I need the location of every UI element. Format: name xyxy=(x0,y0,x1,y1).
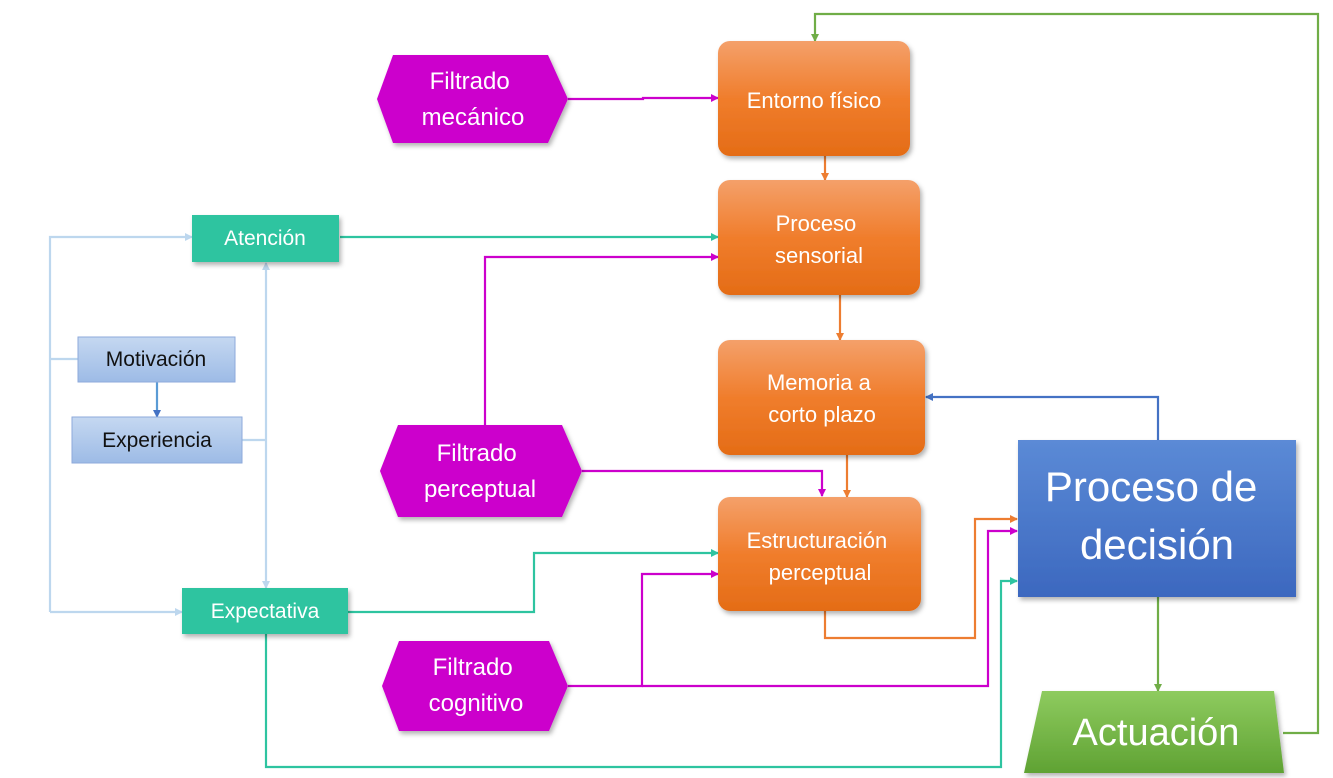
filtrado-cognitivo-node: Filtrado cognitivo xyxy=(382,641,568,731)
filtrado-mecanico-line1: Filtrado xyxy=(430,68,510,95)
experiencia-label: Experiencia xyxy=(102,429,212,452)
svg-text:Expectativa: Expectativa xyxy=(211,600,320,623)
decision-label-line1: Proceso de xyxy=(1045,463,1257,510)
svg-text:Experiencia: Experiencia xyxy=(102,429,212,452)
filtrado-mecanico-node: Filtrado mecánico xyxy=(377,55,568,143)
memoria-label-line1: Memoria a xyxy=(767,370,872,395)
filtrado-perceptual-line2: perceptual xyxy=(424,476,536,503)
filtrado-mecanico-line2: mecánico xyxy=(422,104,525,131)
arrow-expectativa-to-estructuracion xyxy=(348,549,719,614)
filtrado-perceptual-line1: Filtrado xyxy=(437,440,517,467)
motivacion-label: Motivación xyxy=(106,348,206,371)
memoria-label-line2: corto plazo xyxy=(768,402,876,427)
expectativa-label: Expectativa xyxy=(211,600,320,623)
actuacion-label: Actuación xyxy=(1073,712,1240,754)
decision-label-line2: decisión xyxy=(1080,521,1234,568)
estructuracion-label-line1: Estructuración xyxy=(747,528,888,553)
arrow-estructuracion-to-decision xyxy=(823,515,1018,640)
proceso-decision-node: Proceso de decisión xyxy=(1018,440,1296,597)
arrow-decision-to-memoria xyxy=(925,393,1160,440)
expectativa-node: Expectativa xyxy=(182,588,348,634)
svg-text:Filtrado cognitivo: Filtrado cognitivo xyxy=(429,654,524,717)
svg-text:Entorno físico: Entorno físico xyxy=(747,88,882,113)
filtrado-cognitivo-line2: cognitivo xyxy=(429,690,524,717)
arrow-filtrado-perceptual-to-estructuracion xyxy=(582,469,826,497)
svg-text:Memoria a corto plazo: Memoria a corto plazo xyxy=(767,370,877,427)
svg-text:Proceso de decisión: Proceso de decisión xyxy=(1045,463,1269,568)
entorno-fisico-node: Entorno físico xyxy=(718,41,910,156)
arrow-expectativa-to-decision xyxy=(264,577,1018,769)
arrow-left-bus-to-atencion xyxy=(48,233,193,612)
proceso-sensorial-label-line1: Proceso xyxy=(776,211,857,236)
svg-text:Motivación: Motivación xyxy=(106,348,206,371)
atencion-node: Atención xyxy=(192,215,339,262)
arrow-filtrado-mecanico-to-entorno xyxy=(568,94,719,102)
arrow-filtrado-cognitivo-to-decision xyxy=(642,527,1018,688)
svg-text:Atención: Atención xyxy=(224,227,306,250)
svg-text:Actuación: Actuación xyxy=(1073,712,1240,754)
svg-text:Estructuración perceptua: Estructuración perceptual xyxy=(747,528,894,585)
proceso-sensorial-label-line2: sensorial xyxy=(775,243,863,268)
estructuracion-label-line2: perceptual xyxy=(769,560,872,585)
estructuracion-perceptual-node: Estructuración perceptual xyxy=(718,497,921,611)
memoria-corto-plazo-node: Memoria a corto plazo xyxy=(718,340,925,455)
experiencia-node: Experiencia xyxy=(71,416,243,464)
arrow-actuacion-to-entorno xyxy=(811,12,1320,735)
connectors xyxy=(48,12,1320,769)
atencion-label: Atención xyxy=(224,227,306,250)
motivacion-node: Motivación xyxy=(77,336,236,383)
proceso-sensorial-node: Proceso sensorial xyxy=(718,180,920,295)
svg-text:Proceso sensorial: Proceso sensorial xyxy=(775,211,863,268)
arrow-filtrado-cognitivo-to-estructuracion xyxy=(568,570,719,688)
entorno-fisico-label: Entorno físico xyxy=(747,88,882,113)
filtrado-perceptual-node: Filtrado perceptual xyxy=(380,425,582,517)
svg-text:Filtrado mecánico: Filtrado mecánico xyxy=(422,68,525,131)
filtrado-cognitivo-line1: Filtrado xyxy=(433,654,513,681)
svg-text:Filtrado perceptual: Filtrado perceptual xyxy=(424,440,536,503)
actuacion-node: Actuación xyxy=(1024,691,1284,773)
arrow-filtrado-perceptual-to-sensorial xyxy=(483,253,719,425)
